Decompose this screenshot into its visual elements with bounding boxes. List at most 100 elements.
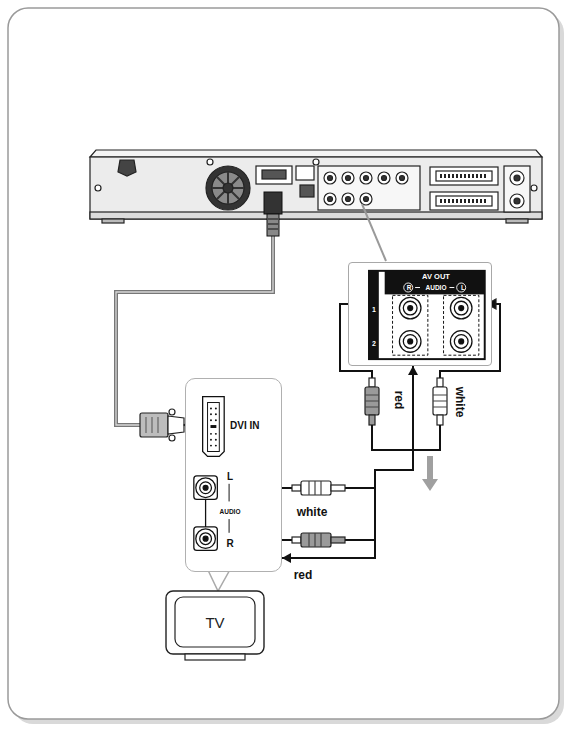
jack-number: 2: [372, 340, 376, 347]
recorder: [212, 172, 244, 204]
recorder: [364, 176, 369, 181]
recorder: [324, 193, 336, 205]
arrowhead: [282, 553, 291, 563]
recorder: [378, 172, 390, 184]
recorder: [95, 185, 101, 191]
recorder: [342, 193, 354, 205]
panel-art: [210, 419, 212, 421]
recorder: [90, 212, 542, 219]
recorder: [90, 150, 542, 223]
recorder: [118, 160, 136, 176]
panel-art: [200, 533, 212, 545]
direction-arrow: [422, 456, 438, 491]
audio-plug: [301, 533, 331, 547]
panel-art: [454, 301, 468, 315]
device-name: TV: [205, 615, 224, 630]
audio-plug: [301, 481, 331, 495]
dvi-cable: [268, 219, 278, 229]
recorder: [342, 172, 354, 184]
panel-art: [408, 339, 413, 344]
dvi-plug: [140, 413, 168, 437]
audio-plug: [433, 395, 447, 407]
panel-art: [369, 271, 485, 359]
recorder: [328, 176, 333, 181]
audio-plug: [309, 533, 321, 547]
recorder: [396, 172, 408, 184]
wire-colour: white: [297, 506, 328, 518]
tv-art: [175, 597, 255, 647]
panel-art: [196, 478, 216, 498]
jack-label: AUDIO: [220, 509, 241, 516]
recorder: [504, 166, 530, 212]
dvi-cable: [264, 192, 282, 214]
panel-art: [369, 271, 379, 359]
port-label: DVI IN: [230, 421, 259, 431]
panel-art: [403, 335, 417, 349]
recorder: [300, 185, 314, 197]
panel-art: [399, 297, 421, 319]
jack-number: 1: [372, 306, 376, 313]
recorder: [430, 167, 498, 185]
panel-art: [444, 295, 479, 355]
audio-plug: [365, 395, 379, 407]
recorder: [207, 159, 213, 165]
recorder: [440, 174, 488, 178]
panel-art: [210, 439, 212, 441]
audio-plug: [369, 378, 375, 387]
panel-art: [210, 445, 212, 447]
recorder: [382, 176, 387, 181]
recorder: [328, 197, 333, 202]
panel-art: [210, 407, 217, 446]
dvi-plug: [169, 409, 175, 415]
panel-art: [210, 425, 216, 428]
recorder: [346, 176, 351, 181]
panel-art: [203, 397, 225, 457]
audio-plug: [309, 481, 321, 495]
panel-art: [450, 297, 472, 319]
recorder: [360, 172, 372, 184]
recorder: [212, 172, 244, 204]
channel-letter: R: [407, 285, 412, 292]
audio-plug: [372, 425, 440, 450]
recorder: [360, 193, 372, 205]
panel-art: [399, 331, 421, 353]
panel-art: [194, 476, 218, 550]
recorder: [324, 172, 336, 184]
panel-art: [194, 476, 218, 500]
jack-label: AUDIO: [426, 285, 447, 292]
recorder: [90, 150, 542, 157]
recorder: [436, 171, 492, 181]
recorder: [510, 171, 524, 185]
panel-art: [399, 297, 472, 352]
channel-letter: L: [227, 472, 233, 482]
panel-art: [210, 407, 212, 409]
audio-plug: [345, 488, 375, 540]
tv-set: TV: [165, 590, 265, 662]
recorder: [256, 166, 292, 184]
recorder: [102, 219, 124, 223]
recorder: [313, 159, 319, 165]
panel-art: [203, 536, 208, 541]
panel-art: [457, 283, 466, 292]
leader-line: [362, 204, 386, 261]
panel-art: [215, 439, 217, 441]
recorder: [440, 199, 488, 203]
panel-art: [404, 283, 413, 292]
panel-art: [203, 485, 208, 490]
panel-art: [393, 295, 428, 355]
recorder: [364, 197, 369, 202]
tv-art: [185, 654, 245, 660]
audio-plug: [292, 537, 301, 543]
dvi-cable: [267, 214, 279, 236]
panel-art: [385, 271, 485, 295]
recorder: [430, 192, 498, 210]
recorder: [262, 170, 286, 179]
direction-arrow: [422, 456, 438, 491]
panel-art: [210, 433, 212, 435]
frame: [8, 8, 559, 719]
panel-art: [208, 403, 220, 452]
recorder: [514, 198, 520, 204]
recorder: [531, 185, 537, 191]
